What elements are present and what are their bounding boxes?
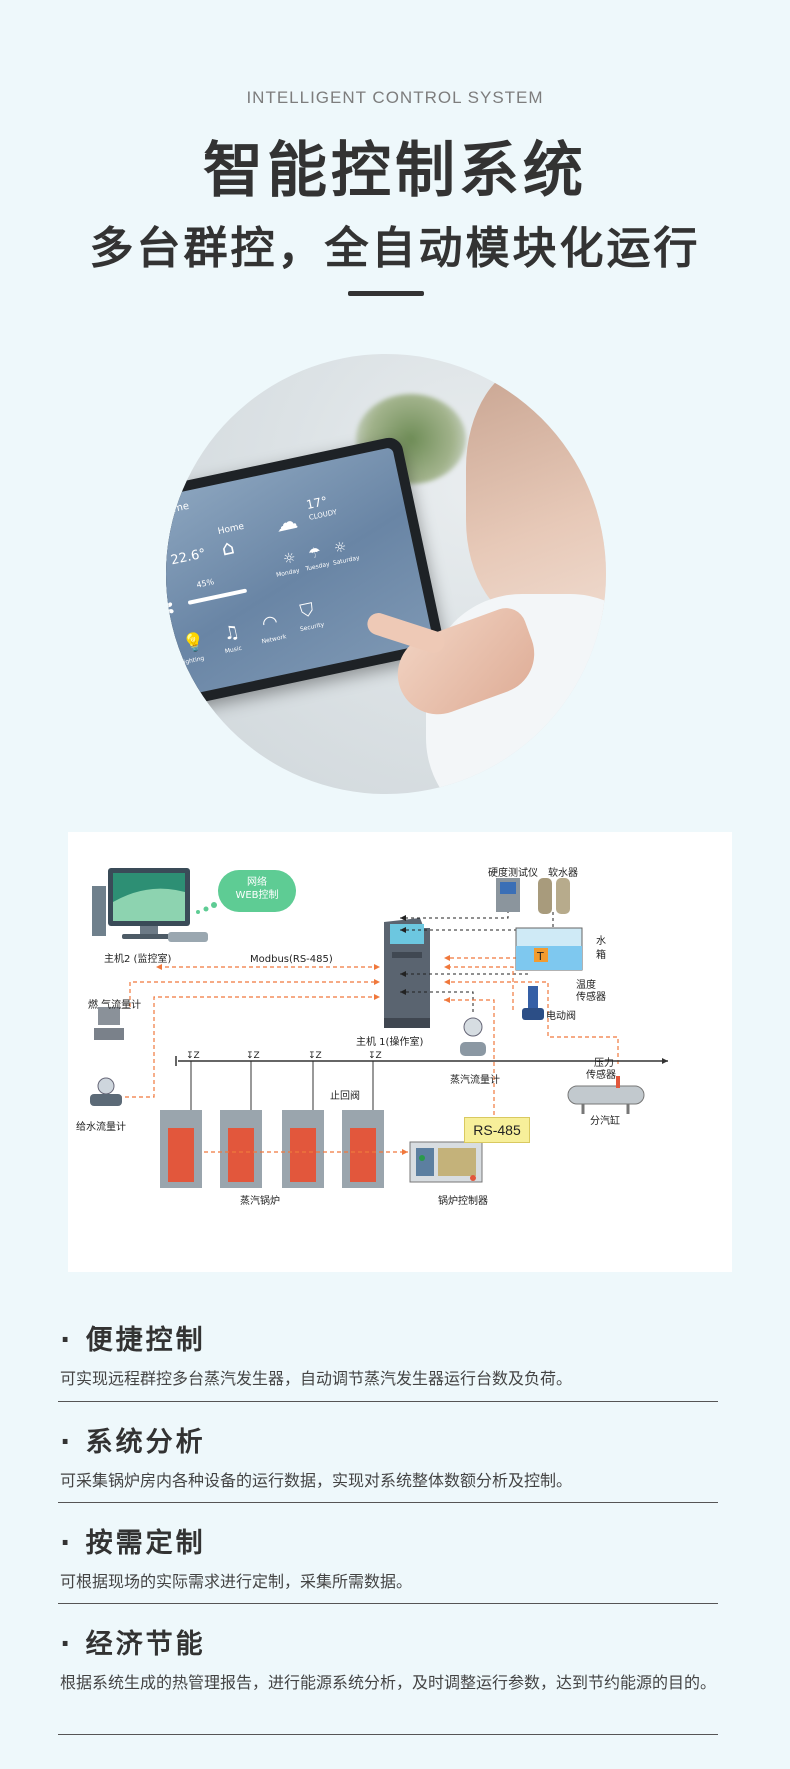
water-softener-icon — [538, 878, 570, 914]
tablet-day-1: Monday — [275, 567, 301, 579]
label-header-tank: 分汽缸 — [590, 1116, 620, 1127]
boiler-3-icon — [282, 1061, 324, 1188]
feature-item: · 按需定制 可根据现场的实际需求进行定制，采集所需数据。 — [58, 1503, 718, 1604]
feature-item: · 便捷控制 可实现远程群控多台蒸汽发生器，自动调节蒸汽发生器运行台数及负荷。 — [58, 1302, 718, 1402]
label-host1: 主机 1(操作室) — [356, 1037, 424, 1048]
tablet-fan-level: 45% — [195, 577, 215, 590]
music-icon[interactable]: ♫ — [221, 621, 242, 646]
system-diagram: T — [68, 832, 732, 1272]
label-softener: 软水器 — [548, 868, 578, 879]
tablet-screen: Smart Home 22.6° 🌡 Home ⌂ ☁ 17° CLOUDY ✻… — [166, 447, 434, 701]
label-water-meter: 给水流量计 — [76, 1122, 126, 1133]
tablet-day-2: Tuesday — [304, 560, 331, 573]
sun-icon: ☼ — [281, 549, 298, 569]
water-tank-icon: T — [515, 927, 583, 971]
label-tank-bottom: 箱 — [596, 950, 606, 961]
svg-text:↧Z: ↧Z — [186, 1051, 200, 1061]
boiler-controller-icon — [409, 1141, 483, 1183]
feature-list: · 便捷控制 可实现远程群控多台蒸汽发生器，自动调节蒸汽发生器运行台数及负荷。 … — [58, 1302, 718, 1735]
web-cloud-line1: 网络 — [247, 877, 267, 888]
label-hardness: 硬度测试仪 — [488, 868, 538, 879]
label-tank-top: 水 — [596, 936, 606, 947]
label-pressure-1: 压力 — [594, 1058, 614, 1069]
feature-text: 可实现远程群控多台蒸汽发生器，自动调节蒸汽发生器运行台数及负荷。 — [60, 1369, 573, 1388]
label-boilers: 蒸汽锅炉 — [240, 1196, 280, 1207]
label-modbus: Modbus(RS-485) — [250, 954, 333, 965]
cloud-icon: ☁ — [273, 508, 301, 538]
page-title: 智能控制系统 — [203, 136, 587, 206]
feature-item: · 系统分析 可采集锅炉房内各种设备的运行数据，实现对系统整体数额分析及控制。 — [58, 1402, 718, 1503]
tablet-menu-lighting: Lighting — [179, 654, 205, 667]
feature-item: · 经济节能 根据系统生成的热管理报告，进行能源系统分析，及时调整运行参数，达到… — [58, 1604, 718, 1735]
feature-text: 可根据现场的实际需求进行定制，采集所需数据。 — [60, 1572, 413, 1591]
tablet-app-name: Smart Home — [166, 500, 191, 525]
label-gas-meter: 燃 气流量计 — [88, 1000, 142, 1011]
tablet-menu-music: Music — [224, 644, 243, 656]
svg-text:↧Z: ↧Z — [368, 1051, 382, 1061]
kiosk-host1-icon — [384, 918, 430, 1028]
person-face — [466, 364, 606, 624]
lighting-icon[interactable]: 💡 — [180, 630, 207, 656]
web-control-cloud[interactable]: 网络 WEB控制 — [218, 870, 296, 912]
tablet-menu-security: Security — [299, 621, 325, 634]
feature-title: · 便捷控制 — [60, 1325, 206, 1356]
page-subtitle: 多台群控，全自动模块化运行 — [89, 223, 701, 274]
label-steam-meter: 蒸汽流量计 — [450, 1075, 500, 1086]
label-check-valve: 止回阀 — [330, 1091, 360, 1102]
boiler-2-icon — [220, 1061, 262, 1188]
security-icon[interactable]: ⛉ — [298, 599, 316, 623]
feature-title: · 按需定制 — [60, 1528, 206, 1559]
tablet-menu-network: Network — [261, 633, 288, 646]
hero-image: Smart Home 22.6° 🌡 Home ⌂ ☁ 17° CLOUDY ✻… — [166, 354, 606, 794]
tablet-temperature: 22.6° — [169, 546, 208, 569]
fan-slider[interactable] — [187, 588, 248, 605]
fan-icon: ✻ — [166, 594, 178, 626]
sun-icon-2: ☼ — [332, 538, 349, 558]
rs485-badge: RS-485 — [464, 1117, 530, 1143]
svg-text:↧Z: ↧Z — [246, 1051, 260, 1061]
monitor-host2-icon — [92, 868, 208, 942]
network-icon[interactable]: ◠ — [260, 610, 280, 635]
feature-title: · 经济节能 — [60, 1629, 206, 1660]
title-divider — [348, 291, 424, 296]
feature-text: 根据系统生成的热管理报告，进行能源系统分析，及时调整运行参数，达到节约能源的目的… — [60, 1673, 717, 1692]
steam-header-icon — [567, 1076, 645, 1114]
web-cloud-line2: WEB控制 — [235, 890, 279, 901]
boiler-1-icon — [160, 1061, 202, 1188]
rain-icon: ☂ — [307, 544, 323, 563]
home-icon: ⌂ — [219, 534, 237, 561]
label-pressure-2: 传感器 — [586, 1070, 616, 1081]
electric-valve-icon — [522, 986, 544, 1020]
label-temp-sensor-2: 传感器 — [576, 992, 606, 1003]
label-controller: 锅炉控制器 — [438, 1196, 488, 1207]
feature-title: · 系统分析 — [60, 1427, 206, 1458]
diagram-lines: T — [90, 868, 668, 1188]
feature-text: 可采集锅炉房内各种设备的运行数据，实现对系统整体数额分析及控制。 — [60, 1471, 573, 1490]
gas-meter-icon — [94, 1007, 124, 1040]
subtitle-en: INTELLIGENT CONTROL SYSTEM — [246, 88, 544, 107]
label-host2: 主机2 (监控室) — [104, 954, 172, 965]
feedwater-meter-icon — [90, 1077, 122, 1106]
steam-flow-meter-icon — [460, 1017, 486, 1056]
svg-text:↧Z: ↧Z — [308, 1051, 322, 1061]
tank-badge: T — [536, 950, 544, 963]
label-electric-valve: 电动阀 — [546, 1011, 576, 1022]
boiler-4-icon — [342, 1061, 384, 1188]
hardness-tester-icon — [496, 878, 520, 912]
label-temp-sensor-1: 温度 — [576, 980, 596, 991]
